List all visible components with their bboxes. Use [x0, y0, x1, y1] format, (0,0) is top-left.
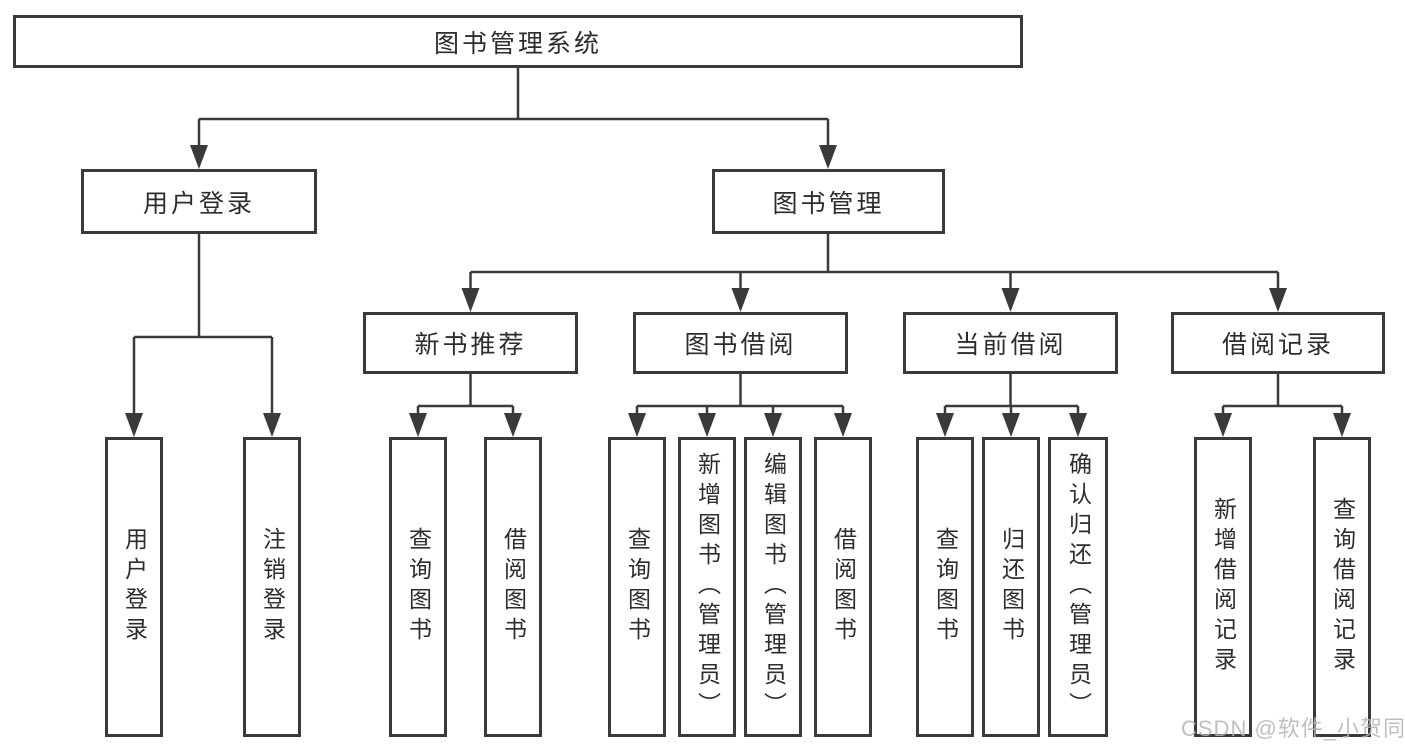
leaf-current-query-books: 查询图书: [916, 437, 974, 737]
leaf-confirm-return-admin: 确认归还（管理员）: [1048, 437, 1108, 737]
node-new-book-recommend: 新书推荐: [363, 312, 578, 374]
leaf-recommend-query-books: 查询图书: [389, 437, 447, 737]
connector-current-borrow: [943, 374, 1080, 415]
connector-user-login: [132, 234, 274, 415]
leaf-return-books: 归还图书: [982, 437, 1040, 737]
leaf-add-book-admin: 新增图书（管理员）: [678, 437, 736, 737]
node-book-management: 图书管理: [712, 169, 945, 234]
connector-borrow-records: [1221, 374, 1344, 415]
leaf-logout: 注销登录: [243, 437, 301, 737]
node-user-login: 用户登录: [81, 169, 317, 234]
node-borrow-records: 借阅记录: [1171, 312, 1385, 374]
csdn-watermark: CSDN @软件_小贺同学: [1181, 716, 1405, 741]
leaf-query-borrow-record: 查询借阅记录: [1313, 437, 1371, 737]
leaf-recommend-borrow-books: 借阅图书: [484, 437, 542, 737]
connector-book-management: [469, 234, 1280, 290]
leaf-edit-book-admin: 编辑图书（管理员）: [744, 437, 802, 737]
connector-new-book-recommend: [416, 374, 515, 415]
leaf-borrow-books: 借阅图书: [814, 437, 872, 737]
arrowheads: [125, 145, 1351, 437]
node-root: 图书管理系统: [13, 15, 1023, 68]
leaf-borrow-query-books: 查询图书: [608, 437, 666, 737]
node-book-borrow: 图书借阅: [633, 312, 848, 374]
leaf-user-login: 用户登录: [105, 437, 163, 737]
connector-root: [197, 68, 830, 147]
connector-book-borrow: [635, 374, 845, 415]
node-current-borrow: 当前借阅: [903, 312, 1118, 374]
leaf-add-borrow-record: 新增借阅记录: [1194, 437, 1252, 737]
